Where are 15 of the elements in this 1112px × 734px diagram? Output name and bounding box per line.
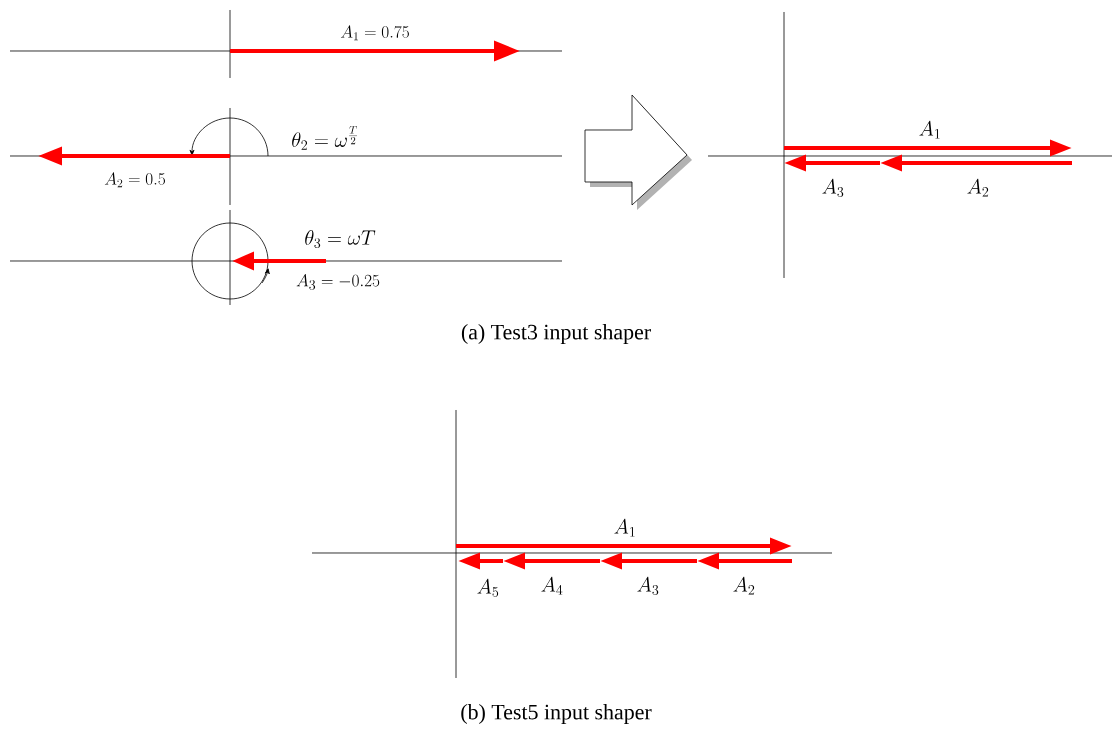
vector-label: $A_4$	[541, 576, 563, 595]
vector-label: $A_2$	[733, 576, 755, 595]
vector-label: $A_1 = 0.75$	[340, 25, 409, 41]
vector-label: $A_3 = -0.25$	[296, 273, 380, 290]
vector-label: $A_2 = 0.5$	[104, 172, 165, 188]
vector-label: $A_1$	[919, 120, 940, 139]
angle-label: $\theta_2 = \omega^{\frac{T}{2}}$	[292, 126, 357, 150]
vector-label: $A_1$	[614, 518, 635, 537]
vector-label: $A_2$	[967, 178, 989, 197]
caption: (b) Test5 input shaper	[461, 704, 652, 724]
caption: (a) Test3 input shaper	[461, 324, 651, 344]
vector-label: $A_5$	[477, 578, 499, 597]
angle-label: $\theta_3 = \omega T$	[305, 230, 376, 248]
vector-label: $A_3$	[822, 178, 844, 197]
vector-label: $A_3$	[637, 576, 659, 595]
